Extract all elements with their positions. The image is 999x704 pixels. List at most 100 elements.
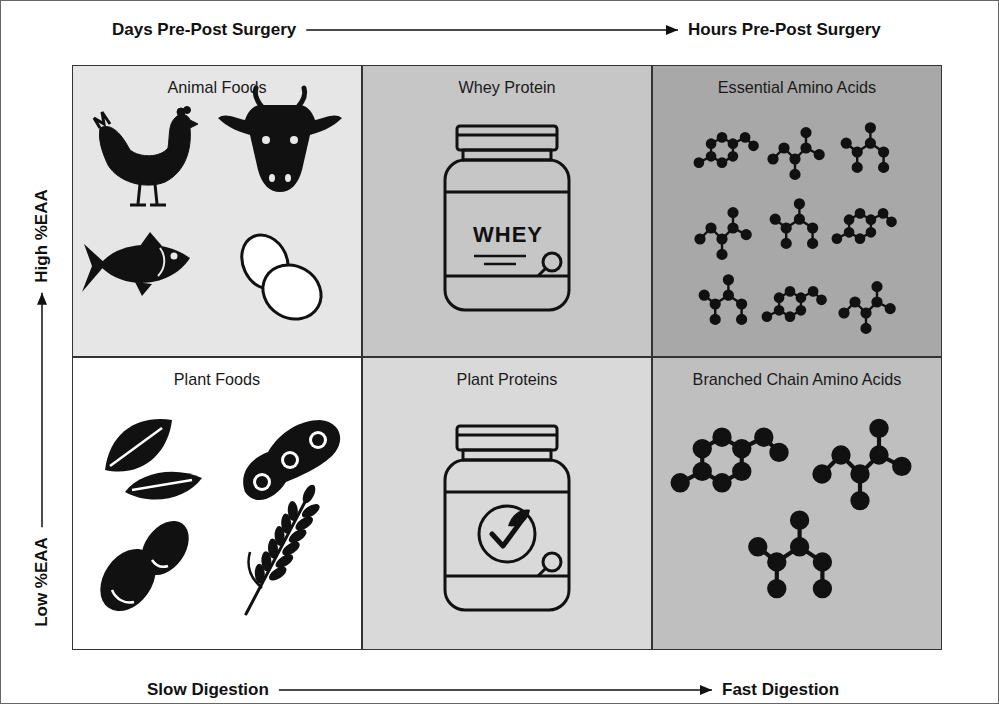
leaves-icon: [125, 472, 202, 500]
quadrant-box: Branched Chain Amino Acids: [652, 357, 942, 650]
fish-icon: [82, 244, 106, 292]
axis-arrow: [279, 689, 712, 691]
fish-icon: [82, 232, 190, 296]
cow-icon: [298, 88, 305, 107]
quadrant-heading: Branched Chain Amino Acids: [653, 358, 941, 389]
beans-icon: [89, 512, 199, 622]
soybean-icon: [243, 420, 340, 500]
molecule-icon: [750, 513, 830, 597]
soybean-icon: [253, 473, 271, 491]
soybean-icon: [284, 454, 296, 466]
fish-icon: [158, 248, 164, 276]
wheat-icon: [249, 552, 263, 588]
axis-arrow: [41, 293, 43, 527]
molecule-icon: [696, 208, 751, 259]
plant-jar-icon: [543, 553, 561, 571]
molecule-icon: [695, 133, 758, 167]
wheat-icon: [287, 501, 298, 521]
molecule-icon: [673, 430, 787, 491]
cow-icon: [218, 105, 342, 192]
cell-fill: [72, 65, 942, 650]
cell-fill: [362, 65, 652, 357]
quadrant-heading: Plant Proteins: [363, 358, 651, 389]
cell-fill: [652, 357, 942, 650]
chicken-icon: [150, 204, 166, 207]
axis-label: Days Pre-Post Surgery: [112, 20, 296, 40]
cell-fill: [72, 357, 362, 650]
plant-jar-icon: [445, 426, 569, 610]
axis-arrow: [306, 29, 678, 31]
molecule-icon: [771, 199, 817, 247]
fish-icon: [140, 232, 162, 246]
leaves-icon: [132, 480, 192, 490]
quadrant-box: Animal Foods: [72, 65, 362, 357]
chicken-icon: [94, 107, 198, 206]
chicken-icon: [155, 184, 157, 204]
axis-label: Low %EAA: [32, 537, 52, 627]
whey-jar-icon: [484, 263, 516, 266]
wheat-icon: [246, 500, 306, 614]
quadrant-heading: Essential Amino Acids: [653, 66, 941, 97]
molecule-icon: [700, 275, 746, 323]
molecule-icon: [840, 282, 895, 333]
leaves-icon: [110, 428, 162, 466]
wheat-icon: [300, 501, 322, 520]
chicken-icon: [94, 112, 110, 128]
whey-jar-icon: [445, 126, 569, 310]
quadrant-heading: Animal Foods: [73, 66, 361, 97]
chicken-icon: [130, 204, 146, 207]
whey-jar-icon: [538, 269, 545, 276]
soybean-icon: [243, 420, 340, 500]
axis-label: High %EAA: [32, 189, 52, 283]
beans-icon: [112, 590, 134, 603]
chicken-icon: [99, 114, 198, 185]
plant-jar-icon: [479, 506, 535, 562]
fish-icon: [102, 245, 190, 283]
molecule-icon: [814, 421, 909, 508]
quadrant-box: Plant Proteins: [362, 357, 652, 650]
wheat-icon: [246, 483, 322, 614]
quadrant-box: Whey ProteinWHEY: [362, 65, 652, 357]
soybean-icon: [312, 434, 324, 446]
whey-jar-icon: [445, 126, 569, 310]
chicken-icon: [138, 184, 140, 204]
cow-icon: [218, 88, 342, 192]
cell-fill: [72, 65, 362, 357]
wheat-icon: [300, 483, 318, 505]
molecule-icon: [673, 421, 910, 596]
cell-fill: [652, 65, 942, 357]
fish-icon: [135, 282, 152, 296]
quadrant-heading: Whey Protein: [363, 66, 651, 97]
beans-icon: [152, 560, 168, 567]
molecule-icon: [842, 123, 888, 171]
jar-label: WHEY: [473, 222, 543, 248]
beans-icon: [89, 538, 167, 621]
soybean-icon: [256, 476, 268, 488]
fish-icon: [171, 253, 178, 260]
axis-label: Hours Pre-Post Surgery: [688, 20, 881, 40]
quadrant-box: Essential Amino Acids: [652, 65, 942, 357]
quadrant-box: Plant Foods: [72, 357, 362, 650]
chicken-icon: [184, 107, 191, 114]
cow-icon: [269, 174, 275, 182]
leaves-icon: [105, 419, 172, 472]
axis-label: Fast Digestion: [722, 680, 839, 700]
axis-label: Slow Digestion: [147, 680, 269, 700]
plant-jar-icon: [445, 426, 569, 610]
soybean-icon: [309, 431, 327, 449]
plant-jar-icon: [508, 510, 530, 527]
molecule-icon: [763, 287, 826, 321]
whey-jar-icon: [543, 253, 561, 271]
whey-jar-icon: [474, 255, 526, 258]
plant-jar-icon: [538, 569, 545, 576]
soybean-icon: [281, 451, 299, 469]
leaves-icon: [105, 419, 202, 499]
eggs-icon: [253, 254, 331, 329]
cow-icon: [290, 136, 298, 144]
axis-arrow: [42, 30, 712, 690]
eggs-icon: [233, 227, 331, 329]
cell-fill: [362, 357, 652, 650]
